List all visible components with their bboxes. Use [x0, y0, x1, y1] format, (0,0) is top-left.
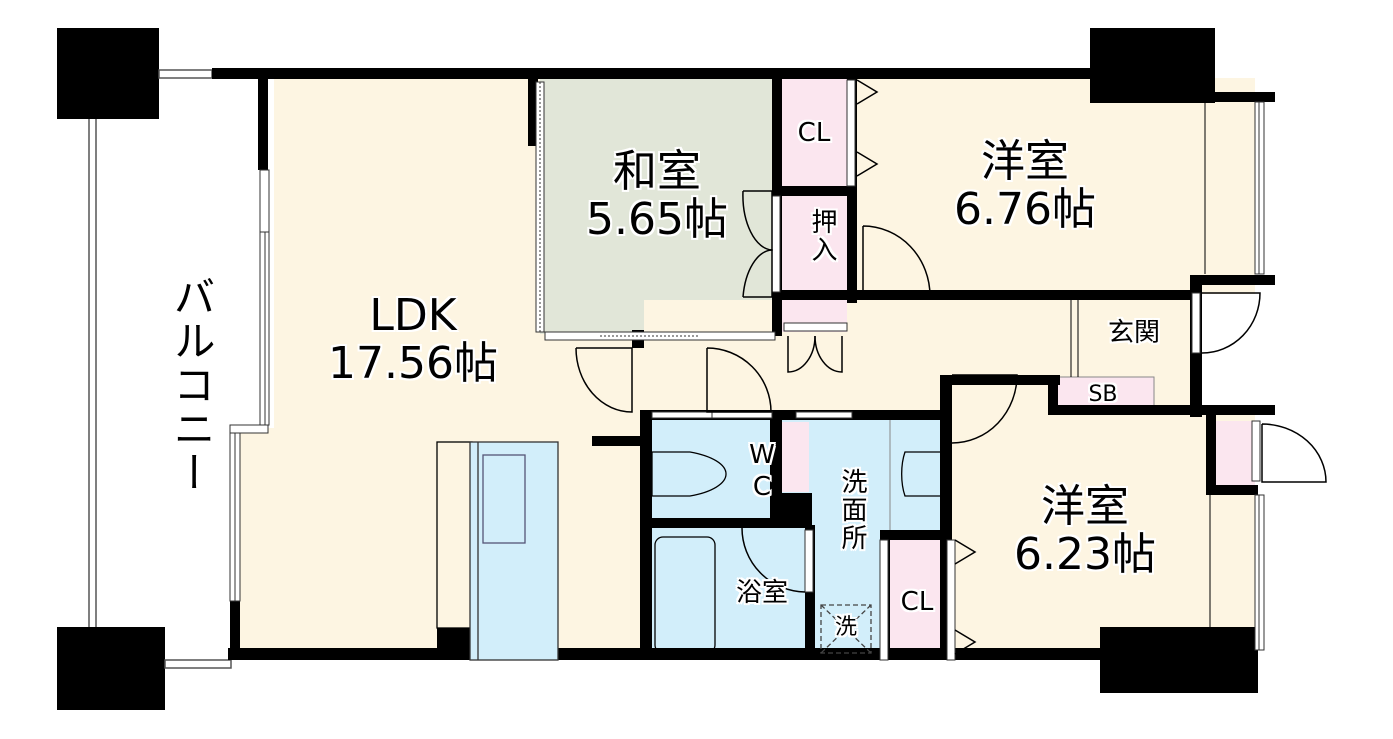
bathtub	[654, 536, 716, 654]
kitchen-counter	[436, 441, 473, 629]
sliding-doors	[535, 79, 956, 661]
room-yoshitsu-2-size: 6.23帖	[1014, 529, 1156, 580]
room-ldk-name: LDK	[369, 290, 457, 341]
washer-pan	[820, 604, 872, 654]
room-wc: WC	[747, 440, 777, 504]
room-ldk: LDK 17.56帖	[308, 294, 518, 386]
fixtures	[436, 102, 1211, 661]
room-washitsu: 和室 5.65帖	[572, 150, 742, 242]
wash-pink-fill	[781, 422, 809, 492]
cl-bottom-fill	[887, 540, 947, 660]
ldk-floor-lower	[238, 428, 278, 660]
column	[57, 28, 159, 119]
yoshitsu2-floor	[950, 415, 1255, 660]
balcony: バルコニー	[167, 275, 216, 495]
storage-cl-top: CL	[797, 118, 831, 148]
storage-sb: SB	[1088, 382, 1118, 407]
cl-top-fill	[782, 78, 847, 188]
room-senmenjo: 洗面所	[837, 468, 867, 552]
room-yoshitsu-2-name: 洋室	[1041, 481, 1129, 532]
room-yoshitsu-1: 洋室 6.76帖	[940, 140, 1110, 232]
genkan-closet-fill	[1215, 421, 1255, 487]
windows	[229, 101, 1265, 651]
room-yoshitsu-1-name: 洋室	[981, 136, 1069, 187]
column	[1090, 28, 1215, 103]
room-fills	[238, 78, 1255, 660]
toilet	[651, 451, 727, 497]
storage-oshiire: 押入	[807, 208, 837, 264]
swing-doors	[575, 79, 1327, 655]
column	[57, 627, 165, 710]
room-yoshitsu-1-size: 6.76帖	[954, 184, 1096, 235]
storage-cl-bottom: CL	[900, 587, 934, 617]
washbasin	[901, 451, 943, 497]
room-genkan: 玄関	[1107, 318, 1160, 348]
room-yoshitsu-2: 洋室 6.23帖	[1000, 485, 1170, 577]
columns	[57, 28, 1258, 710]
yoshitsu1-floor	[855, 78, 1255, 294]
room-washitsu-name: 和室	[613, 146, 701, 197]
room-yokushitsu: 浴室	[735, 578, 788, 608]
oshiire-fill	[782, 196, 847, 293]
washer-space: 洗	[834, 615, 857, 640]
room-ldk-size: 17.56帖	[328, 338, 498, 389]
washitsu-floor	[540, 78, 778, 334]
room-washitsu-size: 5.65帖	[586, 194, 728, 245]
